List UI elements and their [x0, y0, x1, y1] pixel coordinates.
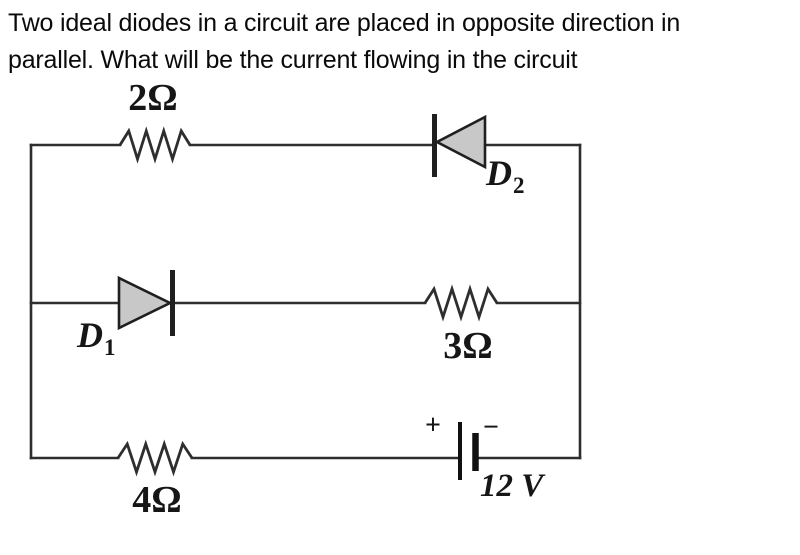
battery-symbol — [458, 422, 479, 480]
battery-voltage-label: 12 V — [480, 468, 544, 504]
resistor-3ohm-label: 3Ω — [443, 325, 493, 367]
diode-d1-letter: D — [77, 315, 103, 355]
resistor-4ohm-zigzag — [116, 439, 194, 477]
resistor-2ohm-zigzag — [118, 126, 192, 164]
diode-d1-triangle — [117, 275, 173, 331]
resistor-3ohm-zigzag — [423, 284, 499, 322]
diode-d2 — [432, 114, 487, 177]
battery-minus-sign: − — [483, 412, 499, 443]
resistor-2ohm-label: 2Ω — [128, 77, 178, 119]
question-line-1: Two ideal diodes in a circuit are placed… — [8, 9, 681, 37]
resistor-4ohm-label: 4Ω — [132, 479, 182, 521]
question-line-2: parallel. What will be the current flowi… — [8, 46, 578, 74]
diode-d2-label: D2 — [486, 152, 525, 198]
diode-d2-subscript: 2 — [513, 173, 525, 198]
diode-d1 — [117, 270, 175, 336]
diode-d2-letter: D — [486, 153, 512, 193]
diode-d1-subscript: 1 — [104, 335, 116, 360]
battery-plus-sign: + — [425, 410, 441, 441]
diode-d1-label: D1 — [77, 314, 116, 360]
diode-d2-triangle — [434, 114, 487, 170]
question-text: Two ideal diodes in a circuit are placed… — [8, 5, 788, 79]
